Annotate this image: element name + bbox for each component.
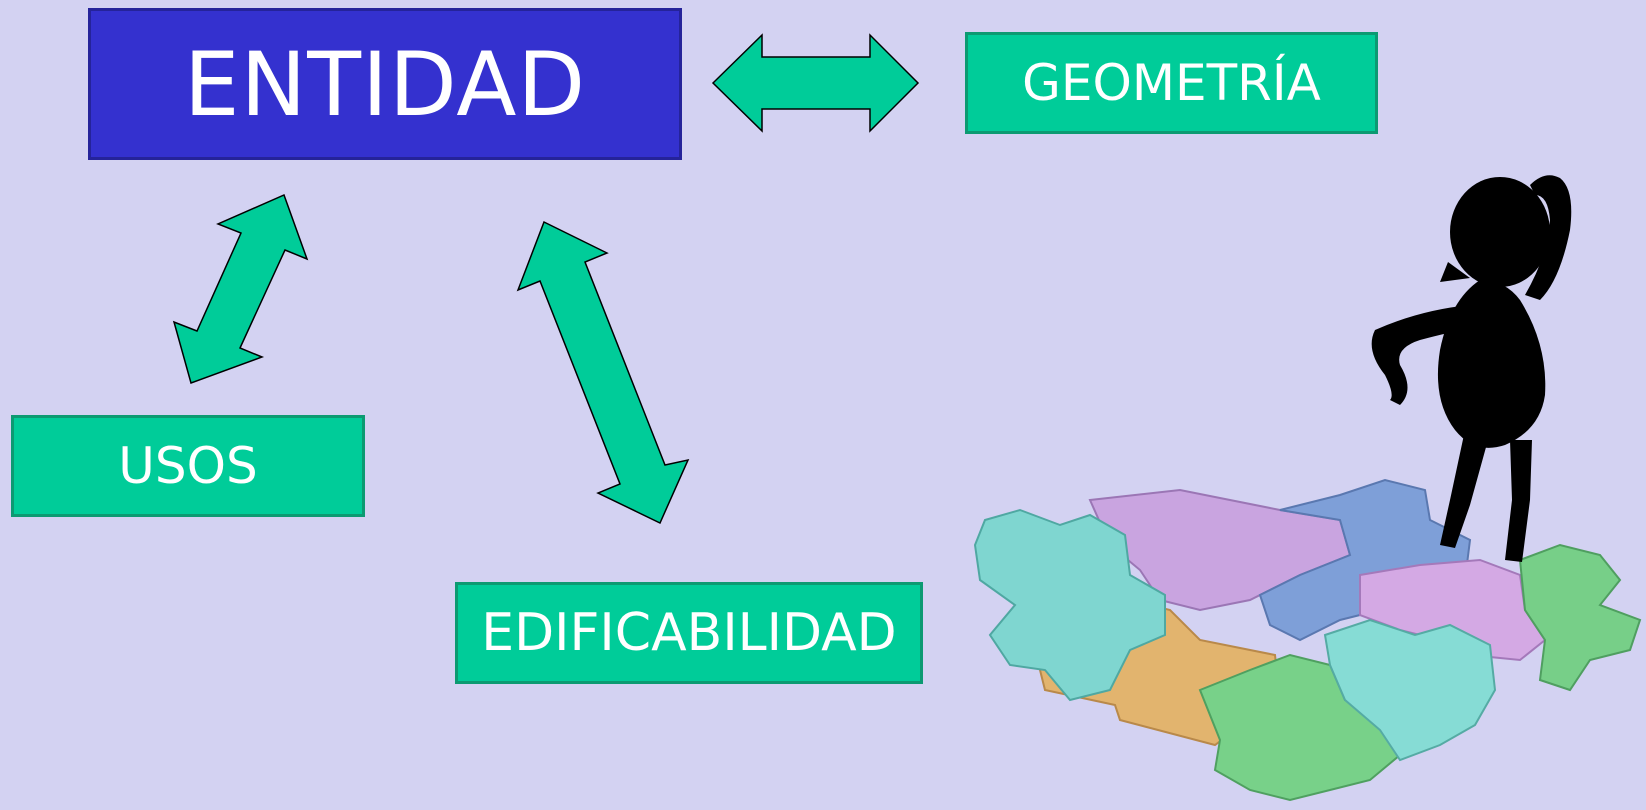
- arrow-entidad-usos: [172, 193, 309, 384]
- entidad-box: ENTIDAD: [88, 8, 682, 160]
- arrow-entidad-geometria: [711, 33, 920, 133]
- entidad-label: ENTIDAD: [183, 32, 587, 136]
- arrow-entidad-edificabilidad: [516, 220, 690, 525]
- thinking-person-silhouette-icon: [1371, 175, 1572, 562]
- geometria-label: GEOMETRÍA: [1022, 54, 1321, 112]
- geometria-box: GEOMETRÍA: [965, 32, 1378, 134]
- edificabilidad-label: EDIFICABILIDAD: [481, 603, 897, 663]
- usos-label: USOS: [118, 437, 258, 495]
- usos-box: USOS: [11, 415, 365, 517]
- edificabilidad-box: EDIFICABILIDAD: [455, 582, 923, 684]
- puzzle-pieces-icon: [973, 478, 1642, 802]
